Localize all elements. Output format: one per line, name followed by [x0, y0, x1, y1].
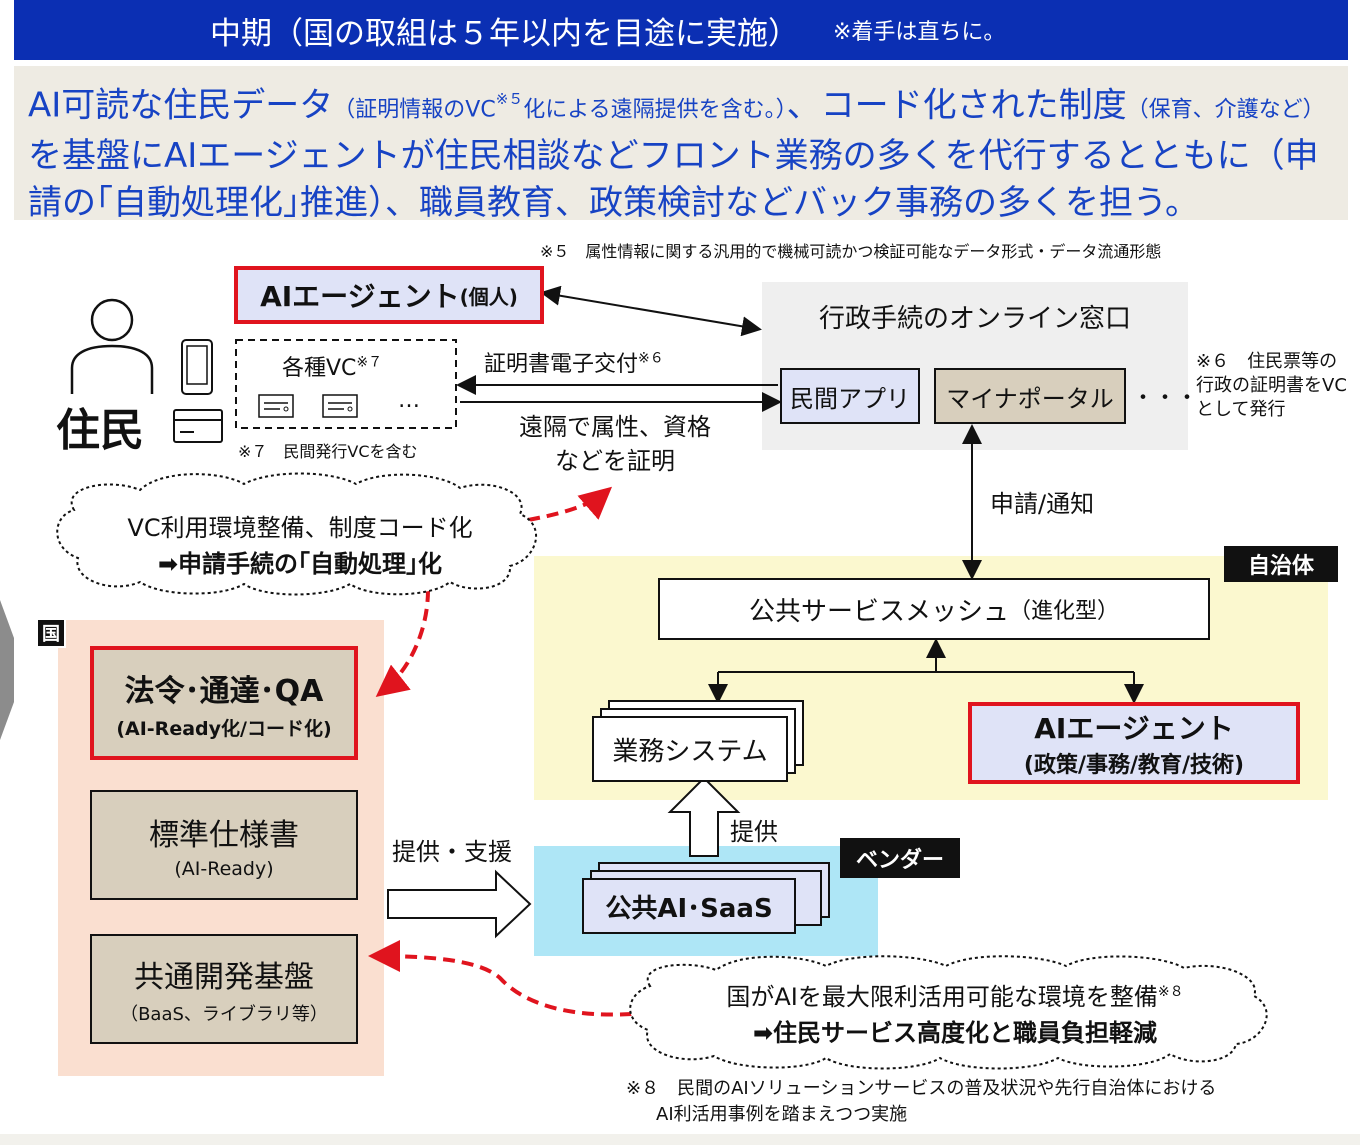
smartphone-icon: [180, 338, 214, 396]
country-tag: 国: [36, 618, 66, 648]
intro-text: AI可読な住民データ（証明情報のVC※５化による遠隔提供を含む。）、コード化され…: [14, 66, 1348, 224]
provide-support-label: 提供・支援: [392, 838, 512, 866]
remote-proof-line2: などを証明: [555, 447, 675, 475]
intro-p1: AI可読な住民データ: [28, 85, 334, 126]
online-dots: ・・・: [1132, 386, 1199, 411]
service-mesh-small: （進化型）: [1009, 599, 1120, 624]
cloud-shape: [56, 472, 538, 596]
intro-p2: 、コード化された制度: [786, 85, 1127, 126]
cloud-2-line1: 国がAIを最大限利活用可能な環境を整備: [726, 983, 1158, 1011]
footnote-5: ※５ 属性情報に関する汎用的で機械可読かつ検証可能なデータ形式・データ流通形態: [540, 242, 1162, 261]
remote-proof-label: 遠隔で属性、資格 などを証明: [470, 410, 760, 478]
mynaportal-box: マイナポータル: [934, 368, 1126, 424]
header-subtitle: ※着手は直ちに。: [833, 20, 1006, 45]
cloud-2-sup: ※８: [1157, 984, 1184, 1000]
vc-label: 各種VC※７: [282, 350, 382, 382]
cert-issue-label: 証明書電子交付※６: [484, 346, 664, 378]
footnote-8-line2: AI利活用事例を踏まえつつ実施: [656, 1104, 908, 1125]
header-title: 中期（国の取組は５年以内を目途に実施）: [210, 15, 799, 52]
ai-agent-municipal-label: AIエージェント: [1034, 712, 1234, 745]
ai-agent-personal-box: AIエージェント(個人): [234, 266, 544, 324]
footnote-6: ※６ 住民票等の行政の証明書をVCとして発行: [1196, 351, 1347, 420]
business-system-label: 業務システム: [612, 736, 768, 767]
public-ai-saas-label: 公共AI･SaaS: [605, 893, 773, 924]
ai-agent-municipal-box: AIエージェント (政策/事務/教育/技術): [968, 702, 1300, 784]
cert-issue-sup: ※６: [638, 350, 664, 367]
resident-label: 住民: [56, 405, 144, 456]
vc-ellipsis: …: [398, 388, 420, 413]
vc-sup: ※７: [356, 354, 383, 371]
platform-title: 共通開発基盤: [134, 960, 314, 995]
ai-agent-municipal-sub: (政策/事務/教育/技術): [1023, 753, 1245, 778]
law-title: 法令･通達･QA: [124, 673, 324, 709]
cloud-1-line1: VC利用環境整備、制度コード化: [127, 514, 473, 542]
mynaportal-label: マイナポータル: [946, 384, 1114, 413]
vc-text: 各種VC: [282, 356, 357, 381]
platform-sub: （BaaS、ライブラリ等）: [120, 1004, 328, 1025]
cloud-1-text: VC利用環境整備、制度コード化 ➡申請手続の｢自動処理｣化: [80, 510, 520, 582]
intro-p2-small: （保育、介護など）: [1126, 97, 1325, 123]
card-icon: [172, 408, 224, 444]
cloud-1-line2: ➡申請手続の｢自動処理｣化: [157, 550, 443, 578]
service-mesh-label: 公共サービスメッシュ: [748, 596, 1009, 627]
intro-p3: を基盤にAIエージェントが住民相談などフロント業務の多くを代行するとともに（申請…: [28, 136, 1319, 224]
cloud-2-line2: ➡住民サービス高度化と職員負担軽減: [752, 1019, 1158, 1047]
spec-sub: (AI-Ready): [174, 858, 274, 880]
vc-card-icon: [258, 394, 294, 418]
intro-p1-small2: 化による遠隔提供を含む。）: [523, 97, 787, 123]
bottom-strip: [0, 1134, 1360, 1145]
cert-issue-text: 証明書電子交付: [484, 352, 639, 377]
public-ai-saas-box: 公共AI･SaaS: [582, 878, 796, 934]
vc-card-icon-2: [322, 394, 358, 418]
service-mesh-box: 公共サービスメッシュ（進化型）: [658, 578, 1210, 640]
online-window-title: 行政手続のオンライン窓口: [818, 304, 1131, 334]
cloud-2-text: 国がAIを最大限利活用可能な環境を整備※８ ➡住民サービス高度化と職員負担軽減: [650, 974, 1260, 1051]
private-app-box: 民間アプリ: [780, 368, 920, 424]
footnote-8: ※８ 民間のAIソリューションサービスの普及状況や先行自治体における AI利活用…: [626, 1076, 1216, 1128]
municipality-tag: 自治体: [1224, 546, 1338, 582]
ai-agent-personal-label: AIエージェント: [260, 280, 460, 313]
platform-box: 共通開発基盤 （BaaS、ライブラリ等）: [90, 934, 358, 1044]
footnote-7: ※７ 民間発行VCを含む: [238, 442, 418, 461]
vendor-tag: ベンダー: [840, 838, 960, 878]
footnote-8-line1: ※８ 民間のAIソリューションサービスの普及状況や先行自治体における: [626, 1078, 1217, 1099]
private-app-label: 民間アプリ: [790, 384, 910, 413]
business-system-box: 業務システム: [592, 716, 788, 782]
remote-proof-line1: 遠隔で属性、資格: [519, 413, 711, 441]
intro-p1-sup: ※５: [495, 90, 524, 108]
intro-p1-small: （証明情報のVC: [333, 97, 496, 123]
apply-notify-label: 申請/通知: [990, 490, 1095, 518]
header-bar: 中期（国の取組は５年以内を目途に実施） ※着手は直ちに。: [14, 0, 1348, 60]
spec-title: 標準仕様書: [149, 818, 299, 853]
chevron-right-icon: [0, 600, 16, 740]
spec-box: 標準仕様書 (AI-Ready): [90, 790, 358, 900]
cloud-2-line1-wrap: 国がAIを最大限利活用可能な環境を整備※８: [650, 974, 1260, 1015]
law-box: 法令･通達･QA (AI-Ready化/コード化): [90, 646, 358, 760]
ai-agent-personal-small: (個人): [459, 284, 518, 309]
person-icon: [64, 298, 160, 398]
law-sub: (AI-Ready化/コード化): [116, 717, 332, 740]
provide-label: 提供: [730, 818, 778, 846]
